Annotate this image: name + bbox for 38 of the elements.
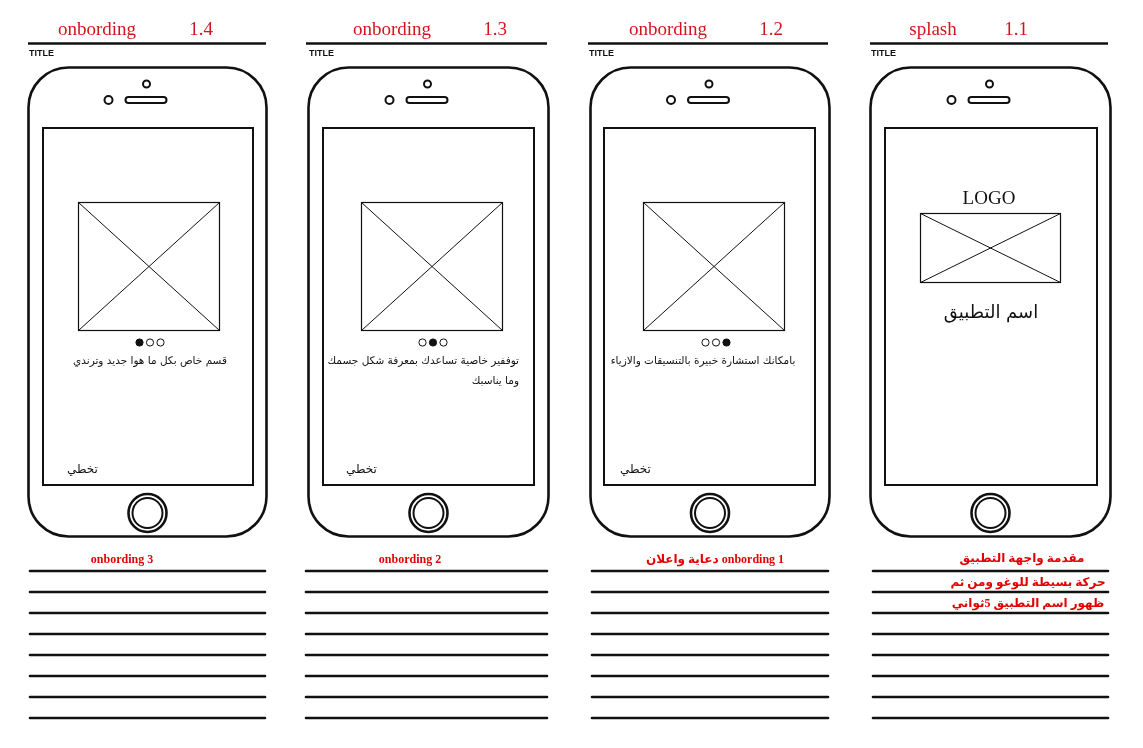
- phone-screen: [603, 127, 816, 486]
- screen-number: 1.4: [189, 19, 213, 39]
- image-placeholder: [920, 213, 1061, 283]
- image-placeholder: [78, 202, 220, 331]
- phone-screen: [322, 127, 535, 486]
- skip-link: تخطي: [67, 461, 98, 477]
- phone-screen: [884, 127, 1098, 486]
- screen-note: onbording 1 دعاية واعلان: [645, 551, 785, 567]
- screen-number: 1.1: [1004, 19, 1028, 39]
- phone-frame: [27, 66, 268, 538]
- app-name: اسم التطبيق: [943, 300, 1039, 325]
- onboarding-description: بامكانك استشارة خبيرة بالتنسيقات والازياء: [610, 353, 796, 368]
- skip-link: تخطي: [346, 461, 377, 477]
- title-label: TITLE: [589, 48, 614, 58]
- phone-frame: [589, 66, 831, 538]
- screen-number: 1.2: [759, 19, 783, 39]
- screen-number: 1.3: [483, 19, 507, 39]
- screen-title: onbording: [628, 19, 708, 39]
- placeholder-label: LOGO: [962, 188, 1016, 208]
- screen-title: onbording: [352, 19, 432, 39]
- skip-link: تخطي: [620, 461, 651, 477]
- phone-screen: [42, 127, 254, 486]
- screen-title: splash: [909, 19, 957, 39]
- screen-note: ظهور اسم التطبيق 5ثواني: [951, 594, 1105, 611]
- screen-note: onbording 3: [90, 551, 154, 567]
- screen-note: مقدمة واجهة التطبيق: [959, 550, 1085, 566]
- screen-title: onbording: [57, 19, 137, 39]
- image-placeholder: [643, 202, 785, 331]
- screen-note: حركة بسيطة للوغو ومن ثم: [950, 573, 1106, 590]
- image-placeholder: [361, 202, 503, 331]
- onboarding-description: قسم خاص بكل ما هوا جديد وترندي: [73, 353, 227, 368]
- phone-frame: [307, 66, 550, 538]
- title-label: TITLE: [29, 48, 54, 58]
- phone-frame: [869, 66, 1112, 538]
- screen-note: onbording 2: [378, 551, 442, 567]
- title-label: TITLE: [871, 48, 896, 58]
- onboarding-description: توففير خاصية تساعدك بمعرفة شكل جسمك وما يناسبك: [327, 353, 519, 389]
- title-label: TITLE: [309, 48, 334, 58]
